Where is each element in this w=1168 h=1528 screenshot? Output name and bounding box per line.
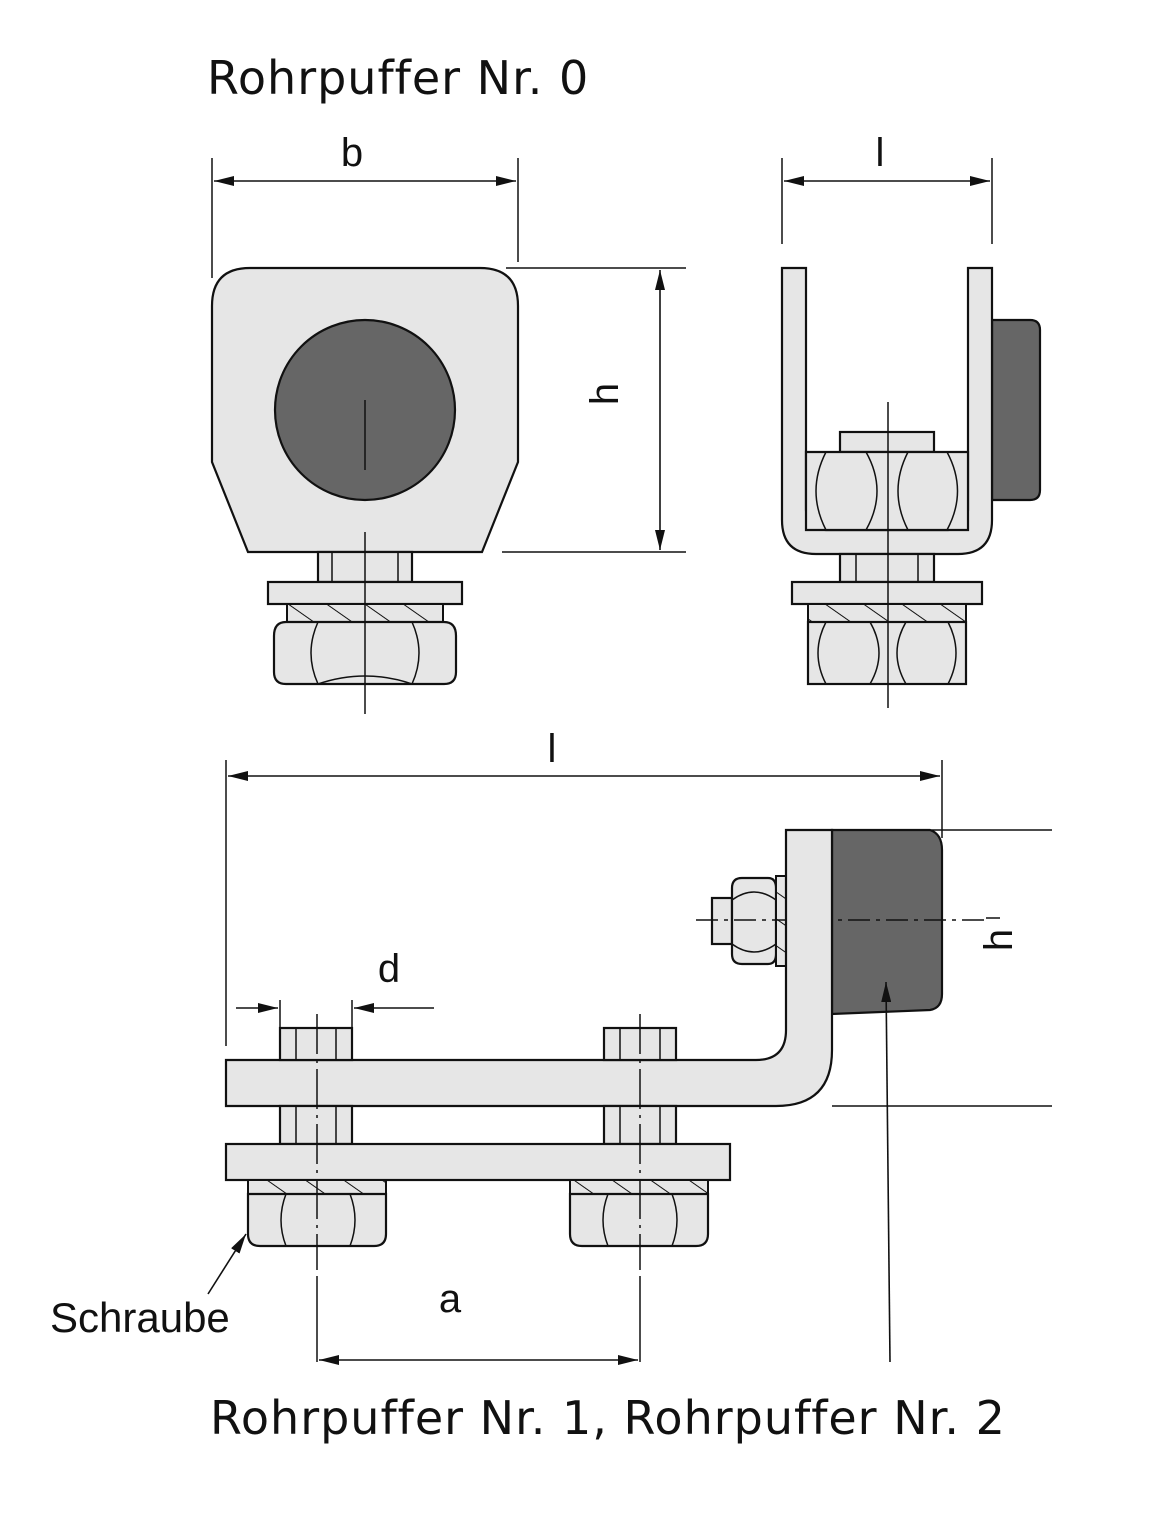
small-hex-nut: [730, 876, 778, 966]
lock-washer-side: [807, 603, 967, 623]
title-nr0: Rohrpuffer Nr. 0: [207, 51, 589, 105]
dimension-d-label: d: [378, 947, 400, 991]
dimension-l-label: l: [876, 131, 885, 175]
screw-nut-2: [568, 1192, 710, 1248]
dimension-b-label: b: [341, 131, 363, 175]
front-view: b h: [210, 131, 686, 714]
dimension-l-long-label: l: [548, 727, 557, 771]
small-bolt-end: [710, 896, 734, 946]
inner-hex-nut: [804, 450, 970, 532]
screw-callout-label: Schraube: [50, 1294, 230, 1341]
dimension-h-label: h: [583, 383, 627, 405]
side-view: l: [780, 131, 1042, 708]
lock-washer-2: [569, 1179, 709, 1195]
l-bracket: [224, 828, 834, 1108]
dimension-h-long-label: h: [977, 929, 1021, 951]
title-nr1-nr2: Rohrpuffer Nr. 1, Rohrpuffer Nr. 2: [210, 1391, 1006, 1445]
rubber-buffer-side: [990, 318, 1042, 502]
bolt-head-1: [278, 1026, 354, 1062]
bolt-shank-1: [278, 1104, 354, 1146]
bolt-shank-side: [838, 552, 936, 584]
screw-leader-arrow: [207, 1233, 247, 1295]
base-plate: [224, 1142, 732, 1182]
rubber-buffer-long: [830, 828, 944, 1016]
dimension-a-label: a: [439, 1277, 462, 1321]
hex-nut-side: [806, 620, 968, 686]
washer-side: [790, 580, 984, 606]
long-view: l h: [50, 727, 1052, 1365]
rubber-leader-arrow: [881, 981, 892, 1363]
inner-nut-top: [838, 430, 936, 454]
